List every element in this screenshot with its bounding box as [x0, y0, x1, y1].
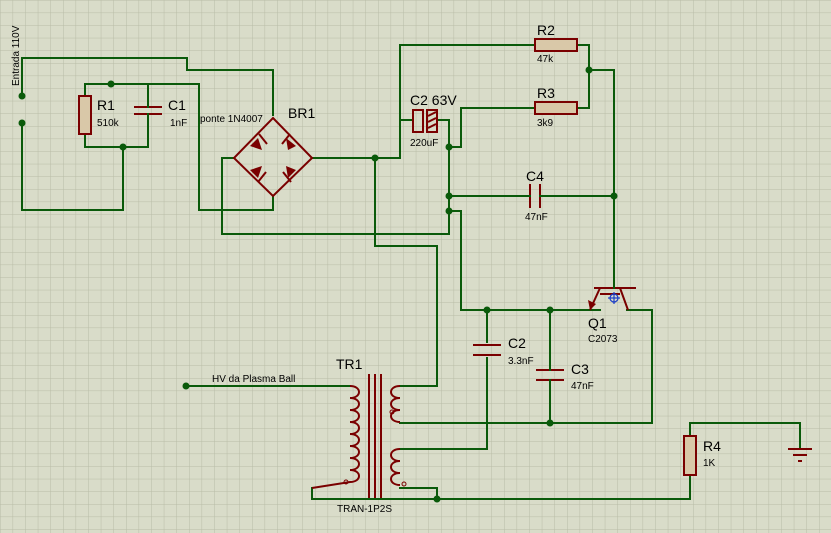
- c4-label: C4: [526, 168, 544, 184]
- bridge-rectifier-icon[interactable]: [232, 116, 314, 198]
- junction-dots: [18, 66, 618, 503]
- capacitor-c4[interactable]: [524, 184, 546, 208]
- capacitor-c2-63v[interactable]: [412, 109, 438, 133]
- wires: [21, 44, 801, 500]
- c2-63v-label: C2 63V: [410, 92, 457, 108]
- capacitor-c2[interactable]: [473, 344, 501, 356]
- transformer-icon[interactable]: [311, 374, 407, 498]
- r1-label: R1: [97, 97, 115, 113]
- c1-label: C1: [168, 97, 186, 113]
- resistor-r1[interactable]: [78, 95, 92, 135]
- c3-label: C3: [571, 361, 589, 377]
- br1-label: BR1: [288, 105, 315, 121]
- c1-value: 1nF: [170, 118, 187, 129]
- c2-63v-value: 220uF: [410, 138, 438, 149]
- c4-value: 47nF: [525, 212, 548, 223]
- r4-value: 1K: [703, 458, 716, 469]
- ground-icon[interactable]: [788, 448, 812, 462]
- q1-label: Q1: [588, 315, 607, 331]
- r3-value: 3k9: [537, 118, 554, 129]
- labels: Entrada 110V R1 510k C1 1nF ponte 1N4007…: [11, 22, 721, 515]
- r2-value: 47k: [537, 54, 554, 65]
- c2-label: C2: [508, 335, 526, 351]
- c3-value: 47nF: [571, 381, 594, 392]
- hv-label: HV da Plasma Ball: [212, 374, 295, 385]
- r4-label: R4: [703, 438, 721, 454]
- tr1-label: TR1: [336, 356, 363, 372]
- input-label: Entrada 110V: [11, 25, 22, 86]
- capacitor-c3[interactable]: [536, 364, 564, 387]
- bridge-note: ponte 1N4007: [200, 114, 263, 125]
- tr1-value: TRAN-1P2S: [337, 504, 392, 515]
- npn-transistor-icon[interactable]: [588, 283, 636, 311]
- resistor-r2[interactable]: [534, 38, 578, 52]
- resistor-r3[interactable]: [534, 101, 578, 115]
- capacitor-c1[interactable]: [134, 95, 162, 121]
- r2-label: R2: [537, 22, 555, 38]
- q1-value: C2073: [588, 334, 618, 345]
- c2-value: 3.3nF: [508, 356, 534, 367]
- resistor-r4[interactable]: [683, 435, 697, 476]
- r1-value: 510k: [97, 118, 120, 129]
- r3-label: R3: [537, 85, 555, 101]
